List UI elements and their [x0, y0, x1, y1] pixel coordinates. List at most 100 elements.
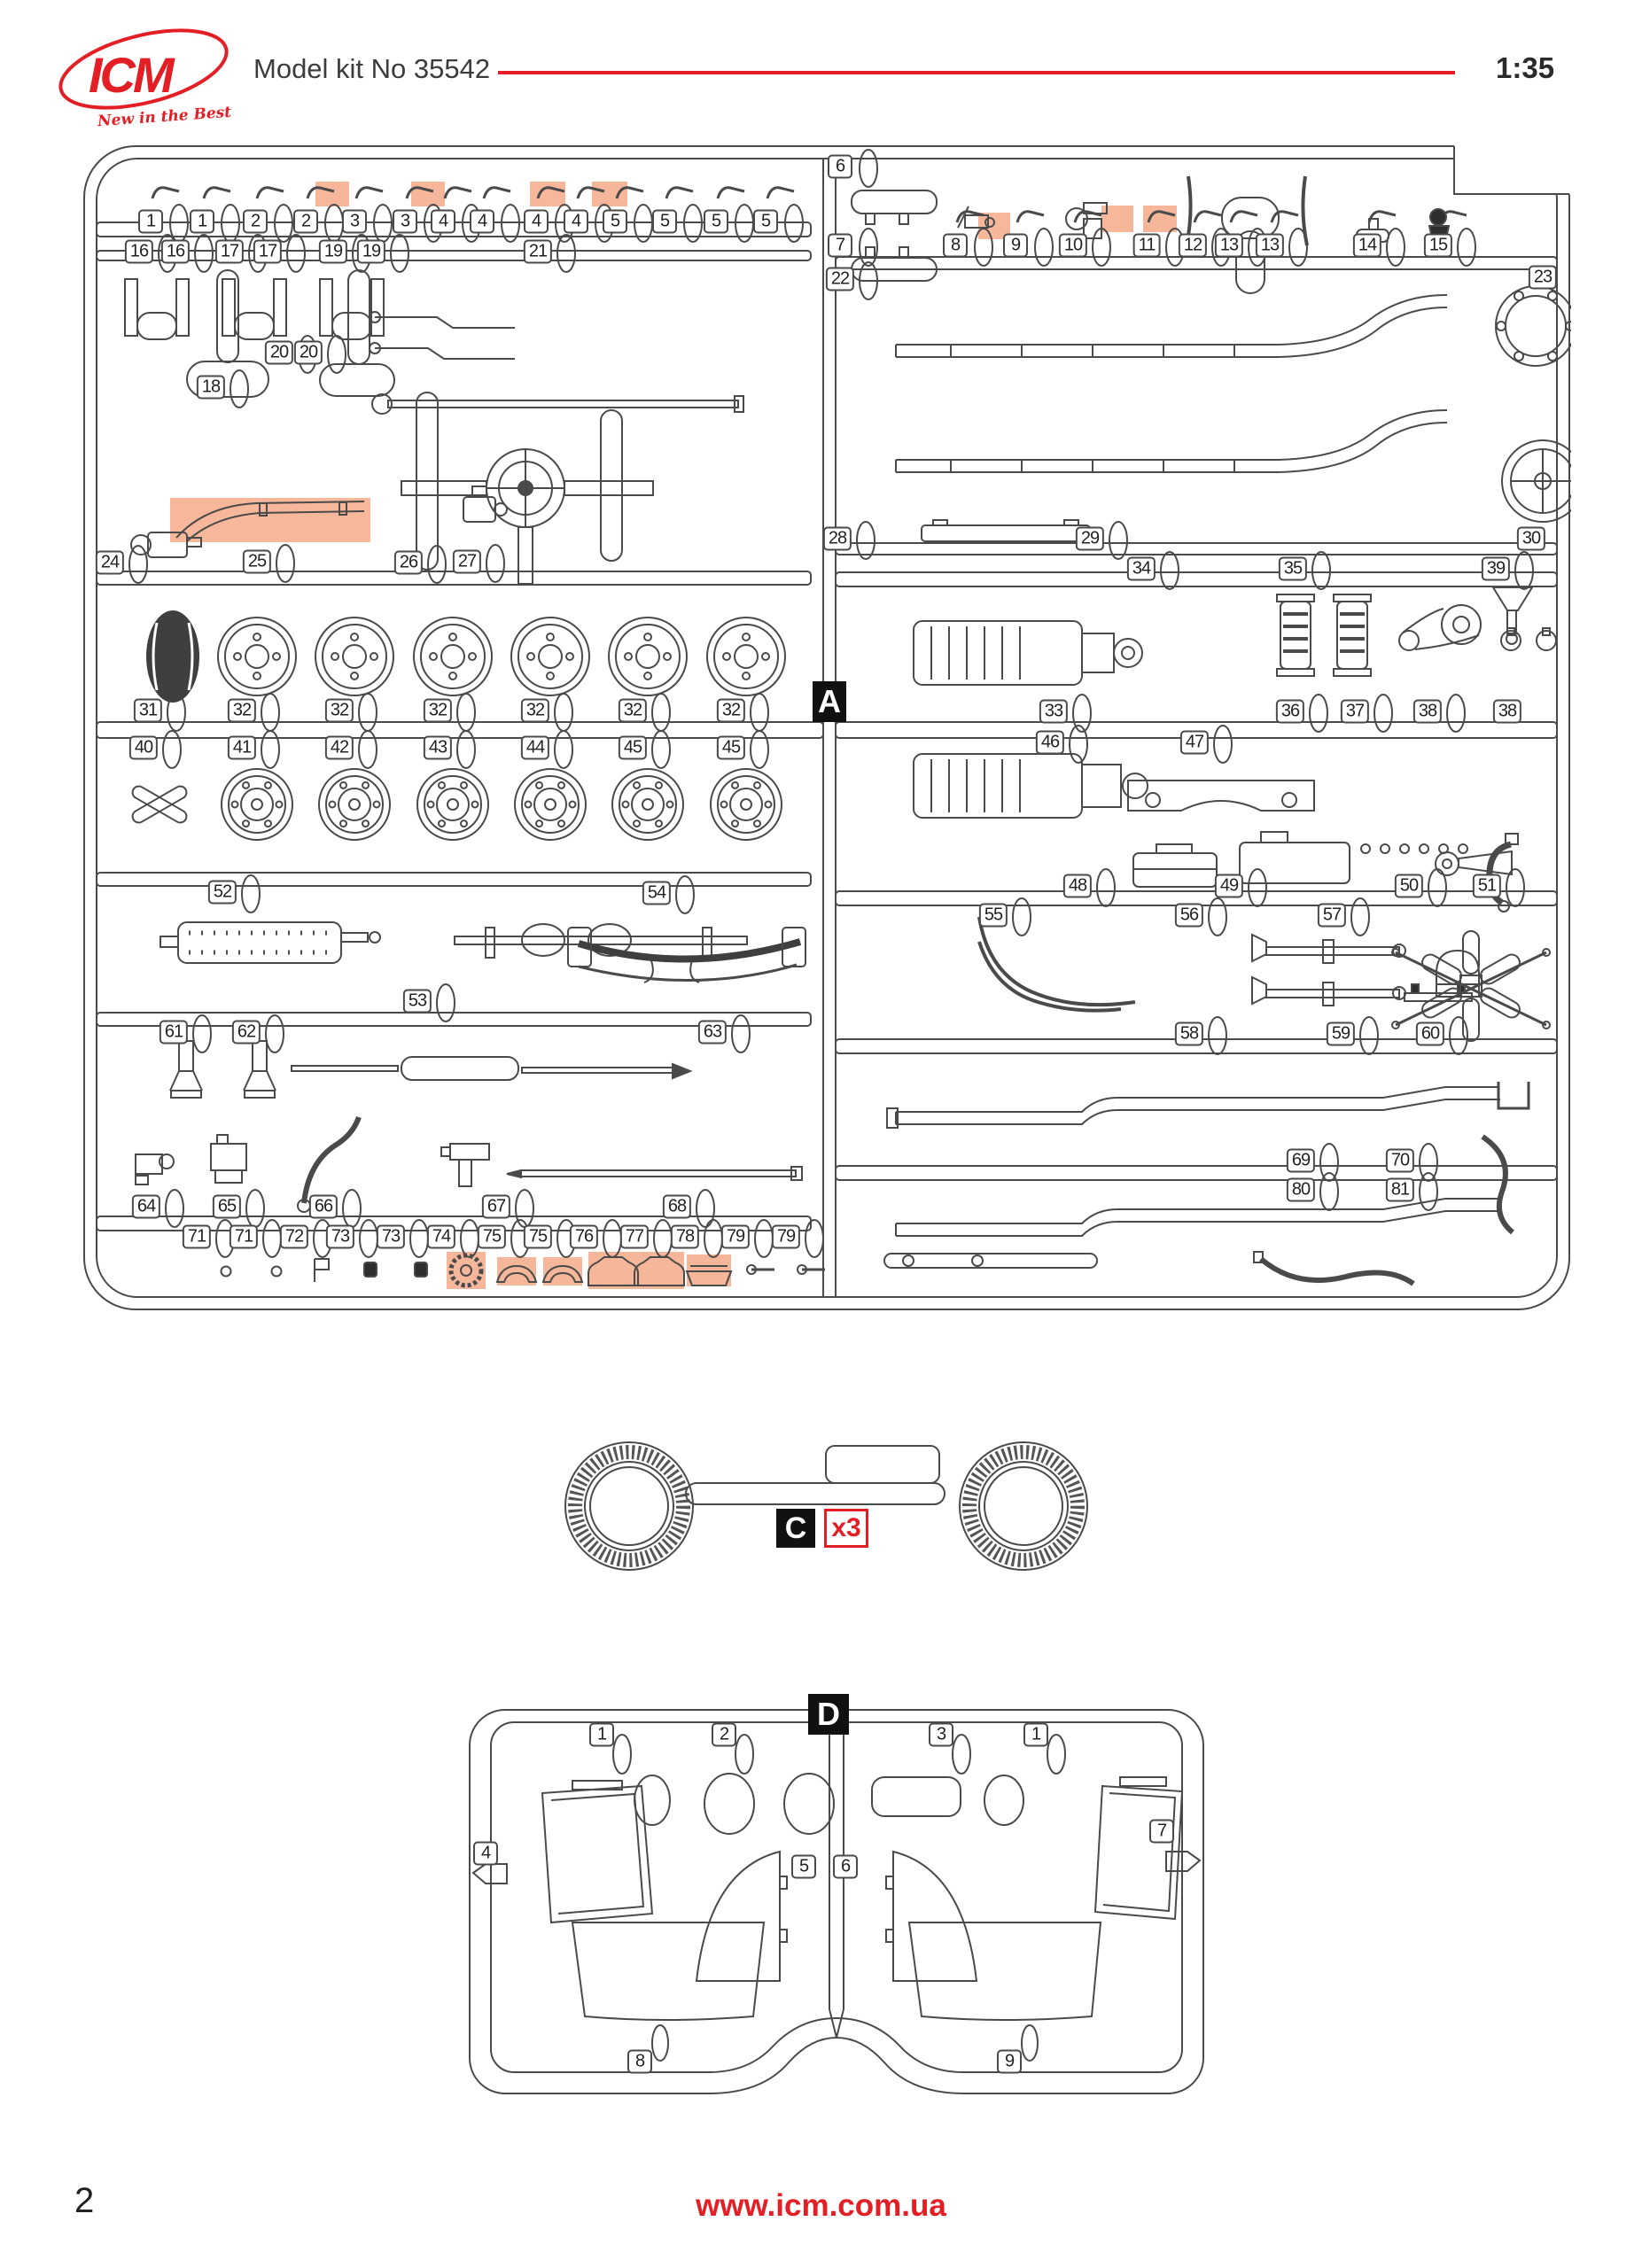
part-number-tag: 40	[128, 735, 159, 760]
part-number-tag: 23	[1528, 265, 1558, 290]
part-number-tag: 5	[603, 209, 627, 234]
part-number-tag: 67	[481, 1194, 511, 1219]
part-number-tag: 33	[1039, 699, 1069, 724]
part-number-tag: 1	[190, 209, 214, 234]
part-number-tag: 8	[943, 233, 968, 258]
part-number-tag: 59	[1326, 1021, 1356, 1046]
part-number-tag: 63	[697, 1020, 728, 1045]
part-number-tag: 32	[227, 698, 257, 723]
part-number-tag: 11	[1132, 233, 1161, 258]
part-number-tag: 4	[524, 209, 549, 234]
part-number-tag: 2	[712, 1722, 736, 1747]
part-number-tag: 5	[704, 209, 728, 234]
part-number-tag: 41	[227, 735, 257, 760]
part-number-tag: 48	[1062, 874, 1093, 898]
part-number-tag: 32	[618, 698, 648, 723]
part-number-tag: 62	[231, 1020, 261, 1045]
logo-swoosh-icon	[58, 28, 229, 110]
part-number-tag: 25	[242, 549, 272, 574]
part-number-tag: 16	[160, 239, 191, 264]
part-number-tag: 4	[470, 209, 494, 234]
part-number-tag: 51	[1472, 874, 1502, 898]
part-number-tag: 56	[1174, 903, 1204, 928]
part-number-tag: 50	[1394, 874, 1424, 898]
part-number-tag: 29	[1075, 526, 1105, 551]
part-number-tag: 43	[423, 735, 453, 760]
part-number-tag: 1	[1023, 1722, 1048, 1747]
part-number-tag: 17	[214, 239, 245, 264]
part-number-tag: 77	[619, 1224, 650, 1249]
part-number-tag: 32	[324, 698, 354, 723]
part-number-tag: 5	[791, 1854, 816, 1879]
part-number-tag: 18	[196, 375, 226, 400]
part-number-tag: 32	[423, 698, 453, 723]
part-number-tag: 3	[393, 209, 417, 234]
sprue-a-badge: A	[813, 681, 846, 722]
part-number-tag: 15	[1423, 233, 1453, 258]
part-number-tag: 74	[426, 1224, 456, 1249]
sprue-c-multiplier: x3	[824, 1509, 868, 1548]
part-number-tag: 13	[1255, 233, 1285, 258]
part-number-tag: 32	[520, 698, 550, 723]
sprue-c-badge: C	[776, 1509, 815, 1548]
part-number-tag: 7	[828, 233, 852, 258]
page-title: Model kit No 35542	[253, 53, 491, 84]
part-number-tag: 24	[95, 550, 125, 575]
part-number-tag: 36	[1275, 699, 1305, 724]
logo-text: ICM	[89, 47, 175, 103]
icm-logo: ICM New in the Best	[51, 23, 246, 130]
part-number-tag: 22	[825, 267, 855, 291]
part-number-tag: 81	[1385, 1177, 1415, 1202]
part-number-tag: 16	[124, 239, 154, 264]
part-number-tag: 78	[670, 1224, 700, 1249]
part-number-tag: 52	[207, 880, 237, 905]
leaf-spring-parts	[124, 278, 385, 340]
sprue-d-badge: D	[808, 1694, 849, 1735]
part-number-tag: 79	[720, 1224, 751, 1249]
sprue-d-drawing	[469, 1709, 1204, 2094]
part-number-tag: 20	[264, 340, 294, 365]
part-number-tag: 6	[833, 1854, 858, 1879]
part-number-tag: 71	[182, 1224, 212, 1249]
part-number-tag: 20	[293, 340, 323, 365]
part-number-tag: 76	[569, 1224, 599, 1249]
part-number-tag: 80	[1286, 1177, 1316, 1202]
part-number-tag: 30	[1516, 526, 1546, 551]
part-number-tag: 42	[324, 735, 354, 760]
part-number-tag: 9	[997, 2049, 1022, 2074]
part-number-tag: 21	[523, 239, 553, 264]
part-number-tag: 61	[159, 1020, 189, 1045]
sprue-a-drawing	[83, 144, 1571, 1310]
part-number-tag: 2	[243, 209, 268, 234]
part-number-tag: 53	[402, 989, 432, 1014]
part-number-tag: 3	[929, 1722, 953, 1747]
part-number-tag: 7	[1149, 1819, 1174, 1844]
part-number-tag: 2	[293, 209, 318, 234]
part-number-tag: 6	[828, 154, 852, 179]
part-number-tag: 68	[662, 1194, 692, 1219]
part-number-tag: 28	[822, 526, 852, 551]
part-number-tag: 49	[1214, 874, 1244, 898]
kit-scale: 1:35	[1496, 51, 1555, 84]
part-number-tag: 54	[642, 881, 672, 905]
part-number-tag: 75	[477, 1224, 507, 1249]
part-number-tag: 5	[753, 209, 778, 234]
part-number-tag: 69	[1286, 1148, 1316, 1173]
part-number-tag: 73	[325, 1224, 355, 1249]
website-url: www.icm.com.ua	[696, 2188, 946, 2223]
part-number-tag: 39	[1481, 556, 1511, 581]
part-number-tag: 1	[589, 1722, 614, 1747]
part-number-tag: 72	[279, 1224, 309, 1249]
part-number-tag: 44	[520, 735, 550, 760]
part-number-tag: 32	[716, 698, 746, 723]
part-number-tag: 35	[1278, 556, 1308, 581]
part-number-tag: 4	[473, 1841, 498, 1866]
part-number-tag: 66	[308, 1194, 339, 1219]
part-number-tag: 27	[452, 549, 482, 574]
sprue-c-drawing	[564, 1441, 1088, 1571]
part-number-tag: 70	[1385, 1148, 1415, 1173]
part-number-tag: 75	[523, 1224, 553, 1249]
part-number-tag: 31	[133, 698, 163, 723]
